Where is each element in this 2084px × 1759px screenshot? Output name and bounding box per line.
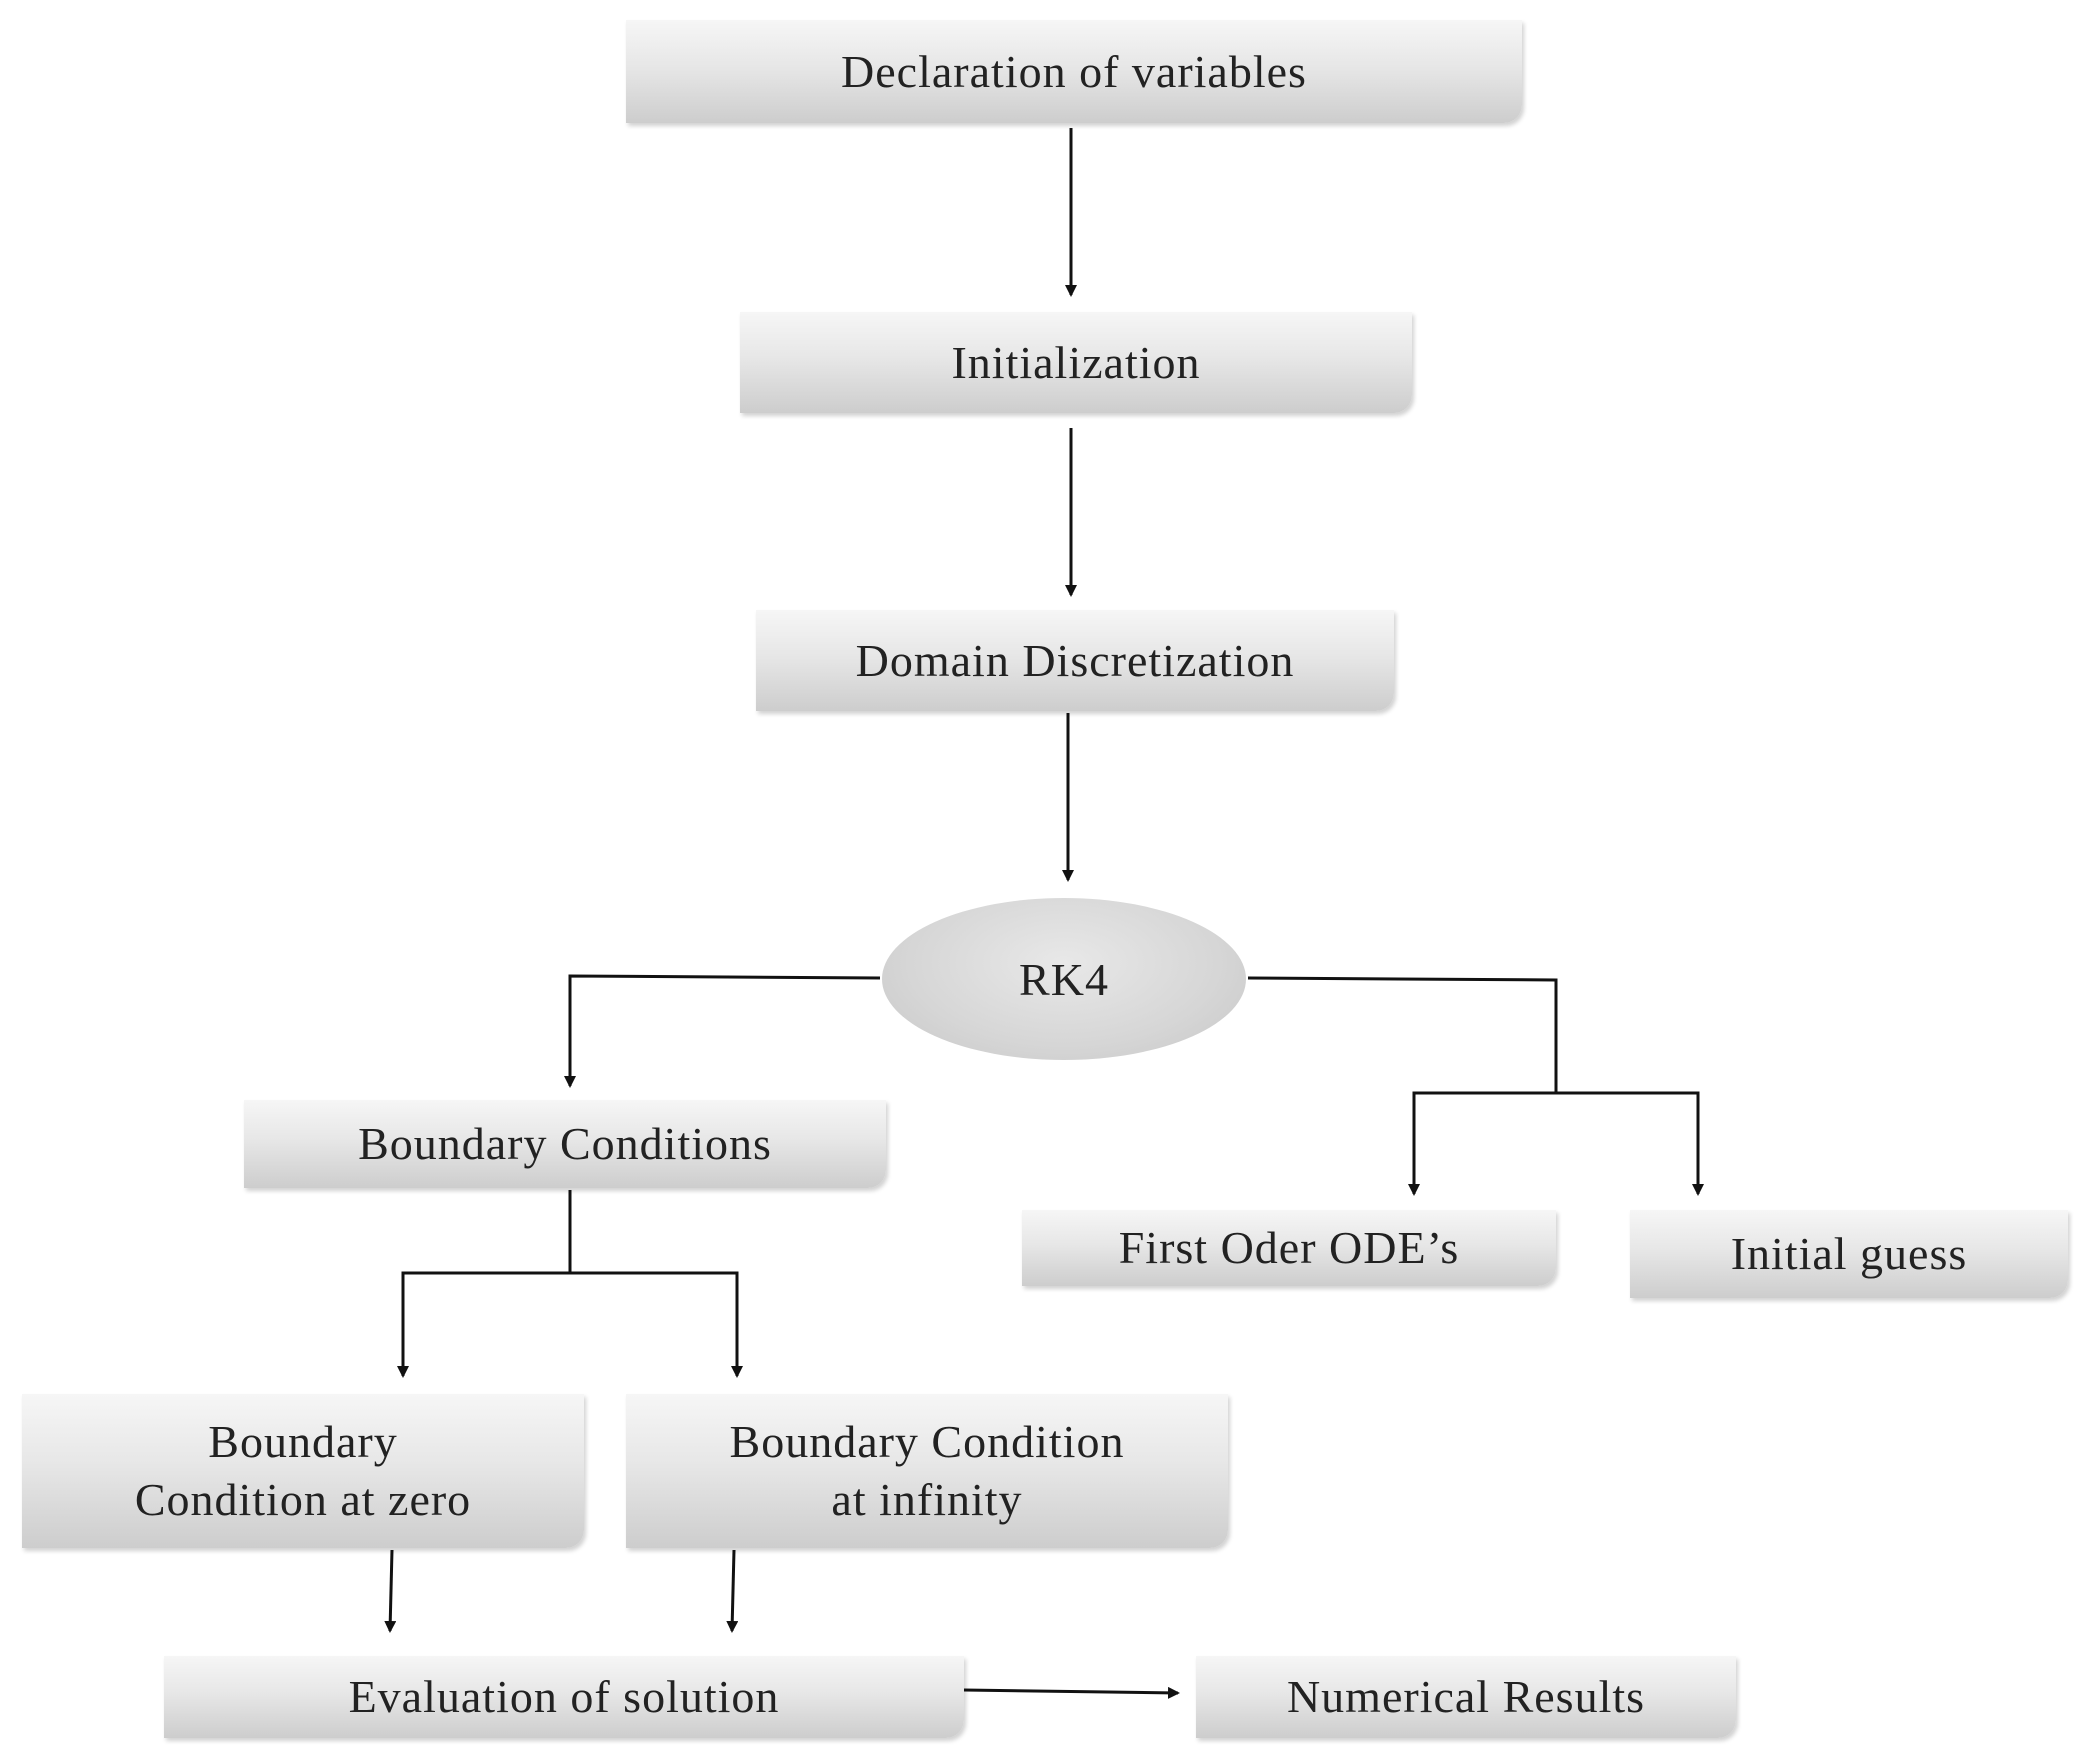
edge-rk4-boundary-conditions bbox=[564, 974, 881, 1088]
bc-zero-label: Boundary Condition at zero bbox=[134, 1416, 472, 1525]
edge-bczero-evaluation bbox=[384, 1549, 397, 1633]
declaration-label: Declaration of variables bbox=[841, 45, 1307, 97]
bc-infinity-box: Boundary Condition at infinity bbox=[626, 1394, 1228, 1548]
edge-evaluation-results bbox=[963, 1686, 1180, 1699]
numerical-results-label: Numerical Results bbox=[1286, 1671, 1646, 1722]
initialization-box: Initialization bbox=[740, 312, 1412, 413]
boundary-conditions-label: Boundary Conditions bbox=[358, 1118, 772, 1169]
rk4-node: RK4 bbox=[882, 898, 1246, 1060]
rk4-label: RK4 bbox=[1019, 953, 1109, 1005]
domain-discretization-box: Domain Discretization bbox=[756, 610, 1394, 711]
bc-infinity-label: Boundary Condition at infinity bbox=[729, 1416, 1125, 1525]
numerical-results-box: Numerical Results bbox=[1196, 1656, 1736, 1738]
boundary-conditions-box: Boundary Conditions bbox=[244, 1100, 886, 1188]
evaluation-label: Evaluation of solution bbox=[348, 1671, 780, 1722]
bc-zero-box: Boundary Condition at zero bbox=[22, 1394, 584, 1548]
edge-rk4-first-order bbox=[1408, 1091, 1556, 1196]
initial-guess-box: Initial guess bbox=[1630, 1210, 2068, 1298]
domain-discretization-label: Domain Discretization bbox=[855, 634, 1295, 686]
initialization-label: Initialization bbox=[951, 336, 1201, 388]
edge-bc-infinity bbox=[570, 1271, 743, 1378]
edge-bc-zero bbox=[397, 1271, 570, 1378]
edge-rk4-initial-guess bbox=[1556, 1091, 1704, 1196]
first-order-ode-box: First Oder ODE’s bbox=[1022, 1210, 1556, 1286]
edge-rk4-right-trunk bbox=[1247, 976, 1558, 1093]
evaluation-box: Evaluation of solution bbox=[164, 1656, 964, 1738]
declaration-box: Declaration of variables bbox=[626, 20, 1522, 123]
first-order-ode-label: First Oder ODE’s bbox=[1118, 1222, 1460, 1273]
edge-bcinf-evaluation bbox=[726, 1549, 739, 1633]
initial-guess-label: Initial guess bbox=[1730, 1228, 1968, 1279]
